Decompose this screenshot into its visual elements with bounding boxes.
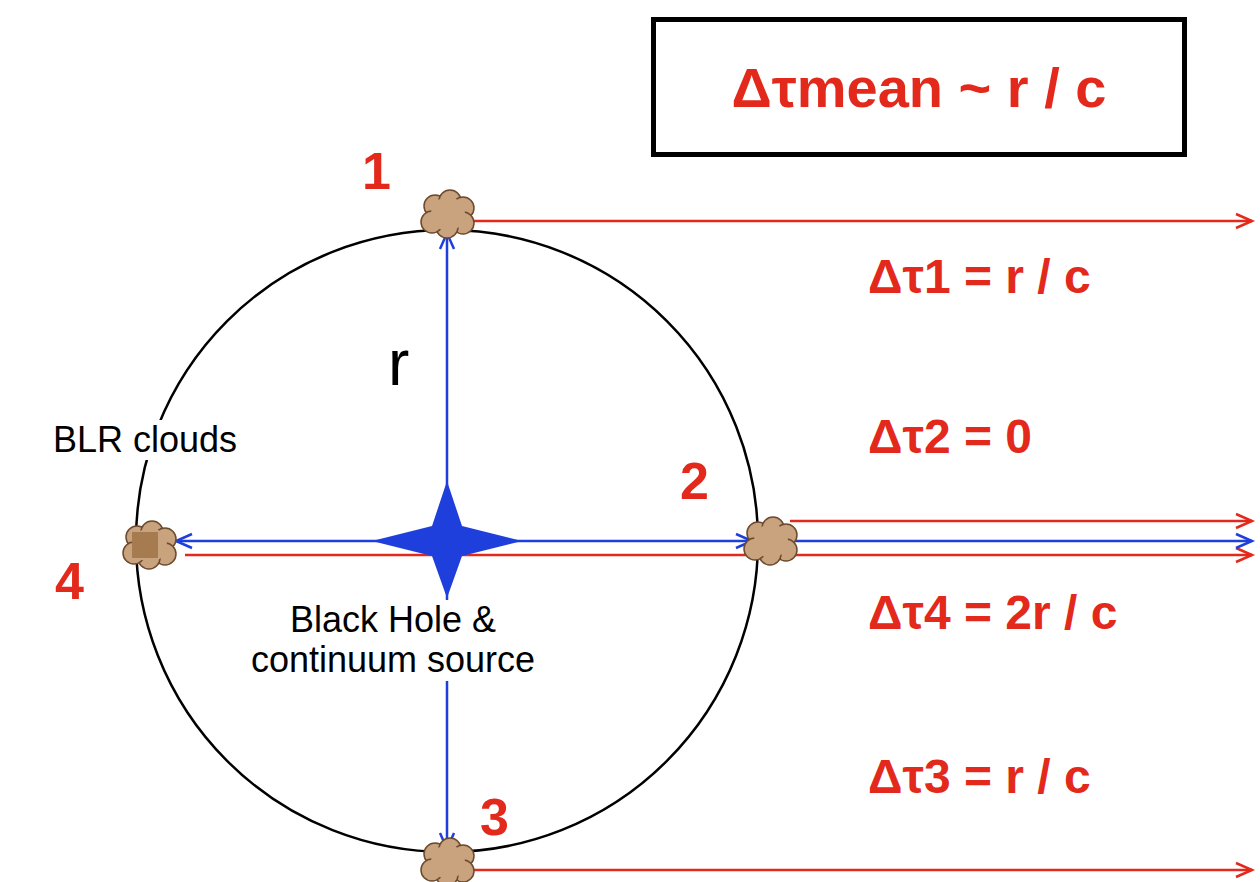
black-hole-star [372, 481, 522, 598]
arrow-head [1236, 534, 1252, 548]
blr-cloud [421, 190, 474, 238]
delay-label: Δτ4 = 2r / c [868, 586, 1117, 640]
source-label: Black Hole & continuum source [240, 600, 546, 681]
light-path [790, 520, 1252, 523]
arrow-head [1236, 548, 1252, 562]
radius-label: r [388, 328, 409, 400]
callout-number: 2 [680, 452, 709, 510]
light-paths [185, 214, 1252, 877]
blr-cloud [421, 838, 474, 882]
arrow-head [1236, 514, 1252, 528]
arrow-head [1236, 863, 1252, 877]
blr-cloud [123, 521, 176, 569]
cloud-shade [132, 532, 158, 558]
blr-cloud [744, 517, 797, 565]
arrow-head [176, 534, 192, 548]
delay-label: Δτ3 = r / c [868, 750, 1091, 804]
formula-box: Δτmean ~ r / c [651, 17, 1187, 157]
formula-text: Δτmean ~ r / c [732, 55, 1107, 120]
callout-number: 3 [480, 788, 509, 846]
callout-number: 1 [362, 142, 391, 200]
delay-label: Δτ1 = r / c [868, 250, 1091, 304]
continuum-ray [447, 540, 1252, 543]
continuum-rays [176, 233, 1252, 849]
region-label: BLR clouds [50, 420, 240, 460]
delay-label: Δτ2 = 0 [868, 410, 1032, 464]
light-path [447, 869, 1252, 872]
callout-number: 4 [55, 552, 84, 610]
arrow-head [1236, 214, 1252, 228]
light-path [185, 554, 1252, 557]
light-path [447, 220, 1252, 223]
